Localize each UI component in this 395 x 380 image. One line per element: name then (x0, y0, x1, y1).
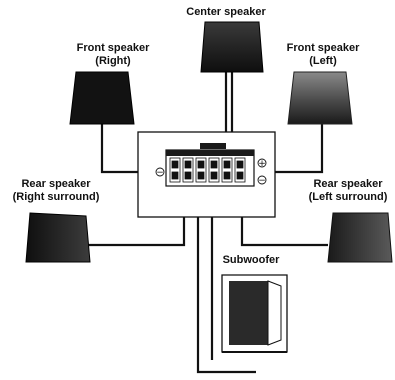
polarity-plus-right: + (258, 159, 266, 169)
subwoofer (221, 274, 288, 353)
front-left-speaker (287, 71, 353, 125)
center-speaker (200, 21, 264, 73)
front-right-speaker (69, 71, 135, 125)
rear-right-speaker (25, 212, 91, 263)
wire-front-left (262, 122, 324, 174)
center-speaker-label: Center speaker (186, 6, 266, 18)
speaker-wires (82, 70, 328, 374)
front-left-speaker-label: Front speaker (Left) (286, 42, 360, 67)
front-right-speaker-label: Front speaker (Right) (76, 42, 150, 67)
wire-sub-1 (196, 188, 256, 374)
subwoofer-label: Subwoofer (222, 254, 280, 266)
rear-left-speaker (327, 212, 393, 263)
rear-right-speaker-label: Rear speaker (Right surround) (12, 178, 100, 203)
polarity-plus-right-circle (257, 158, 267, 168)
polarity-minus-right: − (258, 176, 266, 186)
polarity-minus-right-circle (257, 175, 267, 185)
terminal-row (169, 157, 246, 183)
polarity-minus-left: − (156, 168, 164, 178)
rear-left-speaker-label: Rear speaker (Left surround) (308, 178, 388, 203)
polarity-minus-left-circle (155, 167, 165, 177)
terminal-block: − + − (155, 143, 267, 187)
